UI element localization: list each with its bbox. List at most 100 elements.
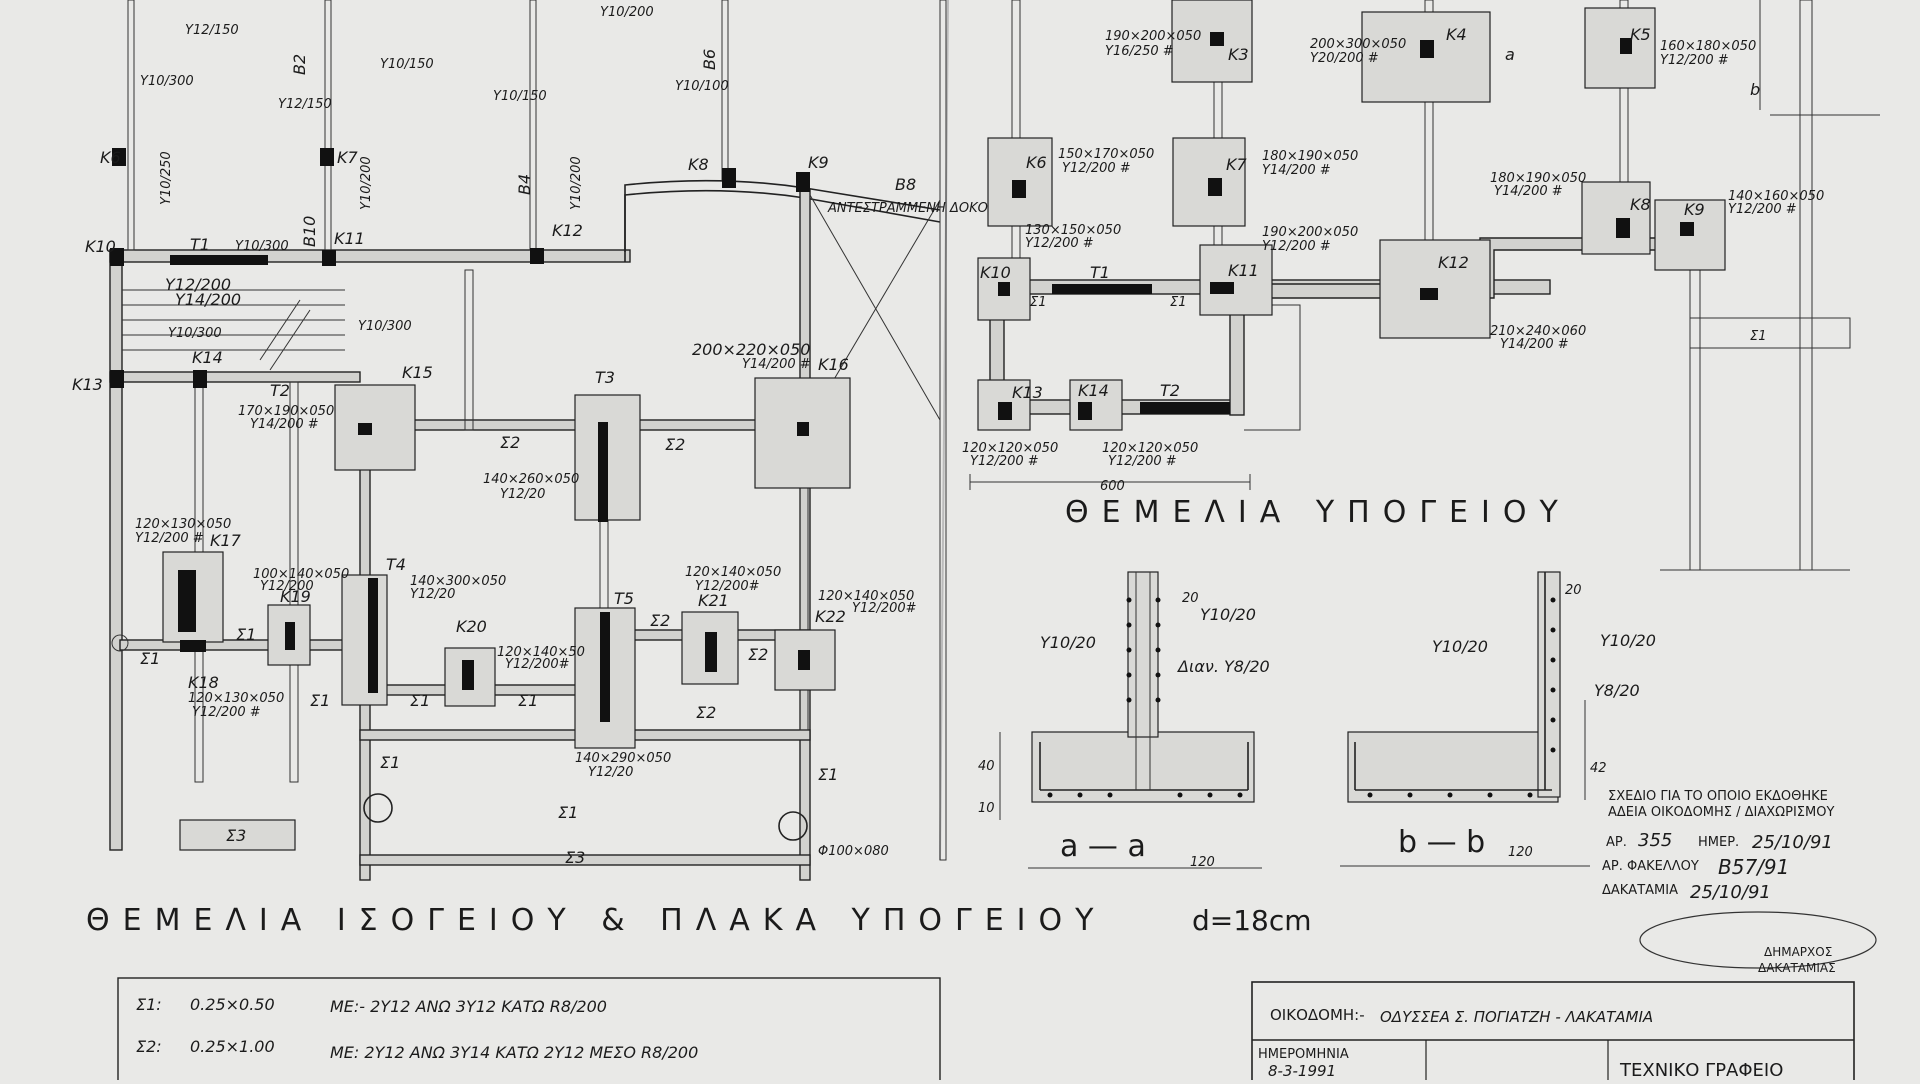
label-k13: K13: [72, 375, 103, 394]
basement-label-k10: K10: [980, 263, 1011, 282]
section-aa-dim-40: 40: [978, 759, 995, 774]
basement-f6-size: 150×170×050: [1058, 147, 1154, 162]
pile-k18: [111, 634, 129, 652]
section-aa-rebar-dots: [1047, 597, 1243, 798]
section-bb-rebar-right: Υ10/20: [1600, 631, 1656, 650]
staircase: [122, 289, 345, 371]
basement-column-k9: [1680, 222, 1694, 236]
wall-left: [109, 249, 123, 851]
label-t2: T2: [270, 381, 290, 400]
basement-label-t2: T2: [1160, 381, 1180, 400]
section-bb: 20 Υ10/20 Υ10/20 Υ8/20 42 120 b — b: [1340, 571, 1656, 867]
beam-label-s1-g: Σ1: [380, 753, 400, 772]
label-b2: B2: [290, 54, 309, 75]
label-t3: T3: [595, 368, 615, 387]
beam-label-s3-a: Σ3: [226, 826, 246, 845]
section-bb-wall: [1537, 571, 1561, 798]
pile-size: Φ100×080: [818, 844, 889, 859]
section-bb-title: b — b: [1398, 825, 1485, 860]
section-aa-dim-20: 20: [1182, 591, 1199, 606]
label-t1: T1: [190, 235, 210, 254]
rebar-r14: Υ14/200: [175, 290, 241, 309]
beam-label-s2-c: Σ2: [650, 611, 670, 630]
footing-k17-rebar: Υ12/200 #: [135, 531, 204, 546]
rebar-r15: Υ10/300: [168, 326, 222, 341]
footing-k20-size: 120×140×50: [497, 645, 585, 660]
rebar-r6: Υ10/100: [675, 79, 729, 94]
legend-size-1: 0.25×0.50: [190, 995, 275, 1014]
beam-t3: [598, 422, 608, 522]
permit-folder-label: ΑΡ. ΦΑΚΕΛΛΟΥ: [1602, 859, 1699, 874]
permit-ar-value: 355: [1638, 830, 1672, 851]
basement-label-k9: K9: [1684, 200, 1705, 219]
footing-k16-rebar: Υ14/200 #: [742, 357, 811, 372]
label-k6: K6: [100, 148, 121, 167]
rebar-r8: Υ10/200: [359, 156, 374, 210]
label-k16: K16: [818, 355, 849, 374]
beam-legend: Σ1: 0.25×0.50 ΜΕ:- 2Υ12 ΑΝΩ 3Υ12 ΚΑΤΩ R8…: [117, 977, 941, 1084]
label-t4: T4: [386, 555, 406, 574]
basement-column-k4: [1420, 40, 1434, 58]
basement-f6-rebar: Υ12/200 #: [1062, 161, 1131, 176]
rebar-r13: Υ12/200: [165, 275, 231, 294]
mayor-signature-icon: [1639, 911, 1877, 969]
beam-t5: [600, 612, 610, 722]
column-k12: [530, 248, 544, 264]
footing-k18-rebar: Υ12/200 #: [192, 705, 261, 720]
basement-label-t1: T1: [1090, 263, 1110, 282]
title-date-label: ΗΜΕΡΟΜΗΝΙΑ: [1258, 1047, 1349, 1062]
basement-beam-e1-c: Σ1: [1750, 329, 1767, 344]
footing-center-rebar: Υ12/20: [500, 487, 545, 502]
basement-column-k8: [1616, 218, 1630, 238]
beam-label-s1-a: Σ1: [140, 649, 160, 668]
permit-mayor-1: ΔΗΜΑΡΧΟΣ: [1764, 945, 1832, 959]
column-k15: [358, 423, 372, 435]
basement-beam-e1-b: Σ1: [1170, 295, 1187, 310]
section-bb-dim-42: 42: [1590, 761, 1607, 776]
section-aa-dim-10: 10: [978, 801, 995, 816]
ground-floor-thickness: d=18cm: [1192, 904, 1312, 937]
permit-place-date: 25/10/91: [1690, 882, 1771, 903]
legend-spec-2: ΜΕ: 2Υ12 ΑΝΩ 3Υ14 ΚΑΤΩ 2Υ12 ΜΕΣΟ R8/200: [330, 1043, 698, 1062]
footing-k19-size: 100×140×050: [253, 567, 349, 582]
basement-beam-inner: [1244, 304, 1301, 431]
basement-f7-size: 180×190×050: [1262, 149, 1358, 164]
rebar-r3: Υ10/150: [380, 57, 434, 72]
label-k17: K17: [210, 531, 242, 550]
basement-f14-rebar: Υ12/200 #: [1108, 454, 1177, 469]
section-aa-wall: [1127, 571, 1159, 738]
inverted-beam-note: ΑΝΤΕΣΤΡΑΜΜΕΝΗ ΔΟΚΟΣ: [827, 201, 997, 216]
column-k11: [322, 250, 336, 266]
ground-floor-plan: K6 K7 K8 K9 K10 K11 K12 K13 K14 K15 K16 …: [72, 0, 997, 881]
basement-f9-rebar: Υ12/200 #: [1728, 202, 1797, 217]
beam-label-s1-c: Σ1: [310, 691, 330, 710]
beam-label-s3-b: Σ3: [565, 848, 585, 867]
basement-f8-size: 180×190×050: [1490, 171, 1586, 186]
column-k21: [705, 632, 717, 672]
permit-mayor-2: ΔΑΚΑΤΑΜΙΑΣ: [1758, 961, 1836, 975]
beam-label-s1-f: Σ1: [558, 803, 578, 822]
basement-column-k5: [1620, 38, 1632, 54]
beam-t4: [368, 578, 378, 693]
basement-label-k5: K5: [1630, 25, 1651, 44]
footing-k19-rebar: Υ12/200: [260, 579, 314, 594]
stair-wall: [109, 371, 361, 383]
basement-f10-rebar: Υ12/200 #: [1025, 236, 1094, 251]
footing-t5-size: 140×290×050: [575, 751, 671, 766]
basement-f14-size: 120×120×050: [1102, 441, 1198, 456]
column-k13: [110, 370, 124, 388]
permit-stamp: ΣΧΕΔΙΟ ΓΙΑ ΤΟ ΟΠΟΙΟ ΕΚΔΟΘΗΚΕ ΑΔΕΙΑ ΟΙΚΟΔ…: [1602, 789, 1877, 975]
section-mark-b: b: [1750, 80, 1760, 99]
basement-label-k3: K3: [1228, 45, 1249, 64]
title-block: ΟΙΚΟΔΟΜΗ:- ΟΔΥΣΣΕΑ Σ. ΠΟΓΙΑΤΖΗ - ΛΑΚΑΤΑΜ…: [1251, 981, 1855, 1084]
permit-place-label: ΔΑΚΑΤΑΜΙΑ: [1602, 883, 1678, 898]
column-k10: [110, 248, 124, 266]
basement-f13-rebar: Υ12/200 #: [970, 454, 1039, 469]
footing-k21-rebar: Υ12/200#: [695, 579, 760, 594]
basement-column-k3: [1210, 32, 1224, 46]
label-k21: K21: [698, 591, 729, 610]
label-k14: K14: [192, 348, 223, 367]
beam-vert-2: [324, 0, 332, 251]
footing-t2: [334, 384, 416, 471]
